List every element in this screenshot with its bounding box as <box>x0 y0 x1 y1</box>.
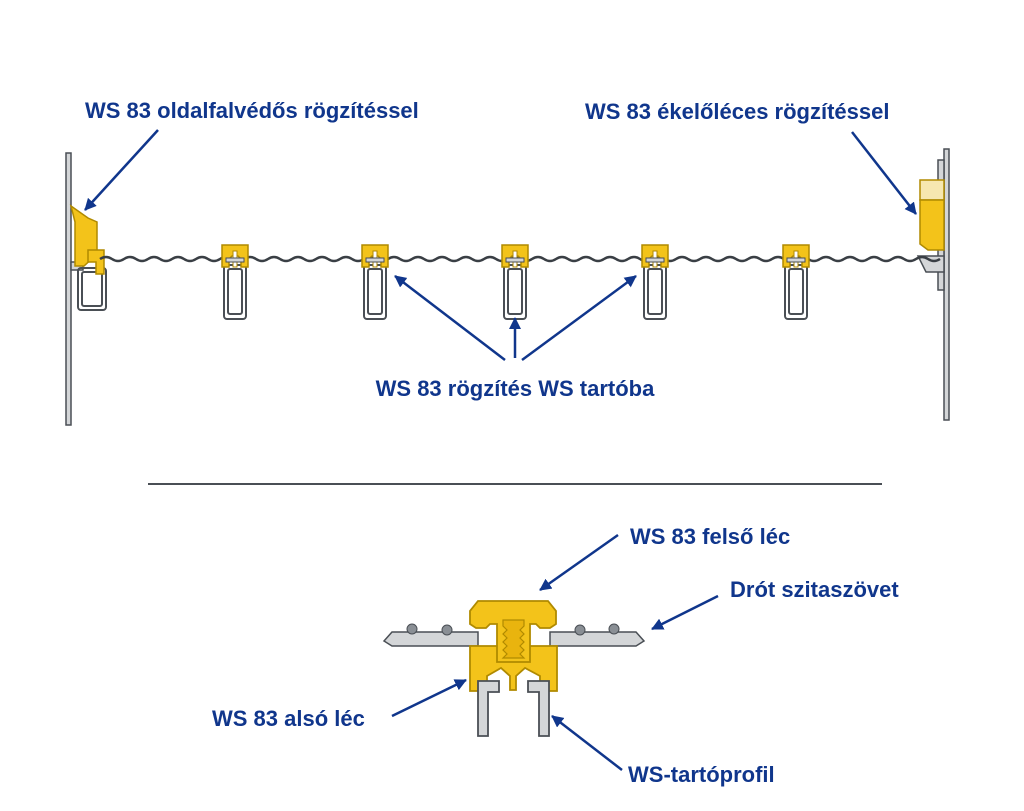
ws83-clip-icon <box>221 244 249 320</box>
arrow-icon <box>394 275 506 361</box>
arrow-icon <box>651 594 719 631</box>
label-wire-mesh: Drót szitaszövet <box>730 577 899 602</box>
support-profile <box>477 680 550 737</box>
label-top-bar: WS 83 felső léc <box>630 524 790 549</box>
threaded-tongue <box>501 619 526 659</box>
ws83-clip-icon <box>361 244 389 320</box>
arrow-icon <box>84 129 159 211</box>
label-ws-profile: WS-tartóprofil <box>628 762 775 787</box>
ws83-clip-icon <box>782 244 810 320</box>
label-ws-support: WS 83 rögzítés WS tartóba <box>376 376 655 401</box>
label-bottom-bar: WS 83 alsó léc <box>212 706 365 731</box>
left-side-wall <box>65 152 84 426</box>
arrow-icon <box>551 715 623 771</box>
wedge-bar-clip <box>916 179 945 273</box>
ws83-clip-icon <box>501 244 529 320</box>
label-side-wall: WS 83 oldalfalvédős rögzítéssel <box>85 98 419 123</box>
label-wedge-bar: WS 83 ékelőléces rögzítéssel <box>585 99 890 124</box>
arrow-icon <box>521 274 637 362</box>
wire-mesh-detail <box>382 623 646 647</box>
arrow-icon <box>851 131 917 215</box>
ws83-clip-icon <box>641 244 669 320</box>
arrow-icon <box>539 533 619 592</box>
arrow-icon <box>391 678 467 718</box>
side-wall-protector-clip <box>69 204 107 311</box>
